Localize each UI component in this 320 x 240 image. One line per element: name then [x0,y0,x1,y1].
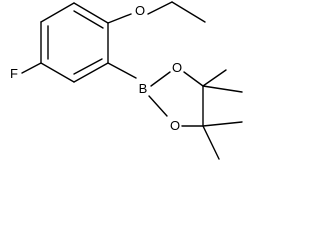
bond-ring-fluorine [21,62,42,74]
bond-ring-c5-c6 [73,62,109,83]
bond-methyl-1 [202,69,227,87]
chemical-structure-diagram: O F B O O [10,1,243,160]
ethoxy-group [107,1,206,24]
bond-ring-c4-c5 [40,62,75,83]
bond-oxygen-ch2 [147,1,173,15]
bond-ring-c5-c6-inner [73,58,103,75]
atom-boron: B [139,81,148,96]
bond-ring-c1-c2 [73,2,109,24]
bond-methyl-4 [202,125,220,160]
bond-ch2-ch3 [171,1,206,23]
pinacol-boronate [107,62,243,160]
bond-ring-c1-c2-inner [73,10,104,29]
bond-ring-oxygen [107,13,132,24]
bond-methyl-2 [202,85,243,93]
bond-oxygen-top-carbon [183,71,204,87]
atom-oxygen-ring-bottom: O [170,118,180,133]
bond-boron-oxygen-bottom [148,95,168,117]
bond-methyl-3 [202,121,243,127]
atom-oxygen-ether: O [135,3,145,18]
atom-oxygen-ring-top: O [172,60,182,75]
benzene-ring [40,2,109,83]
bond-boron-oxygen-top [150,71,171,87]
bond-ring-boron [107,62,137,79]
bond-ring-c2-c3 [40,2,75,23]
atom-fluorine: F [10,66,18,81]
